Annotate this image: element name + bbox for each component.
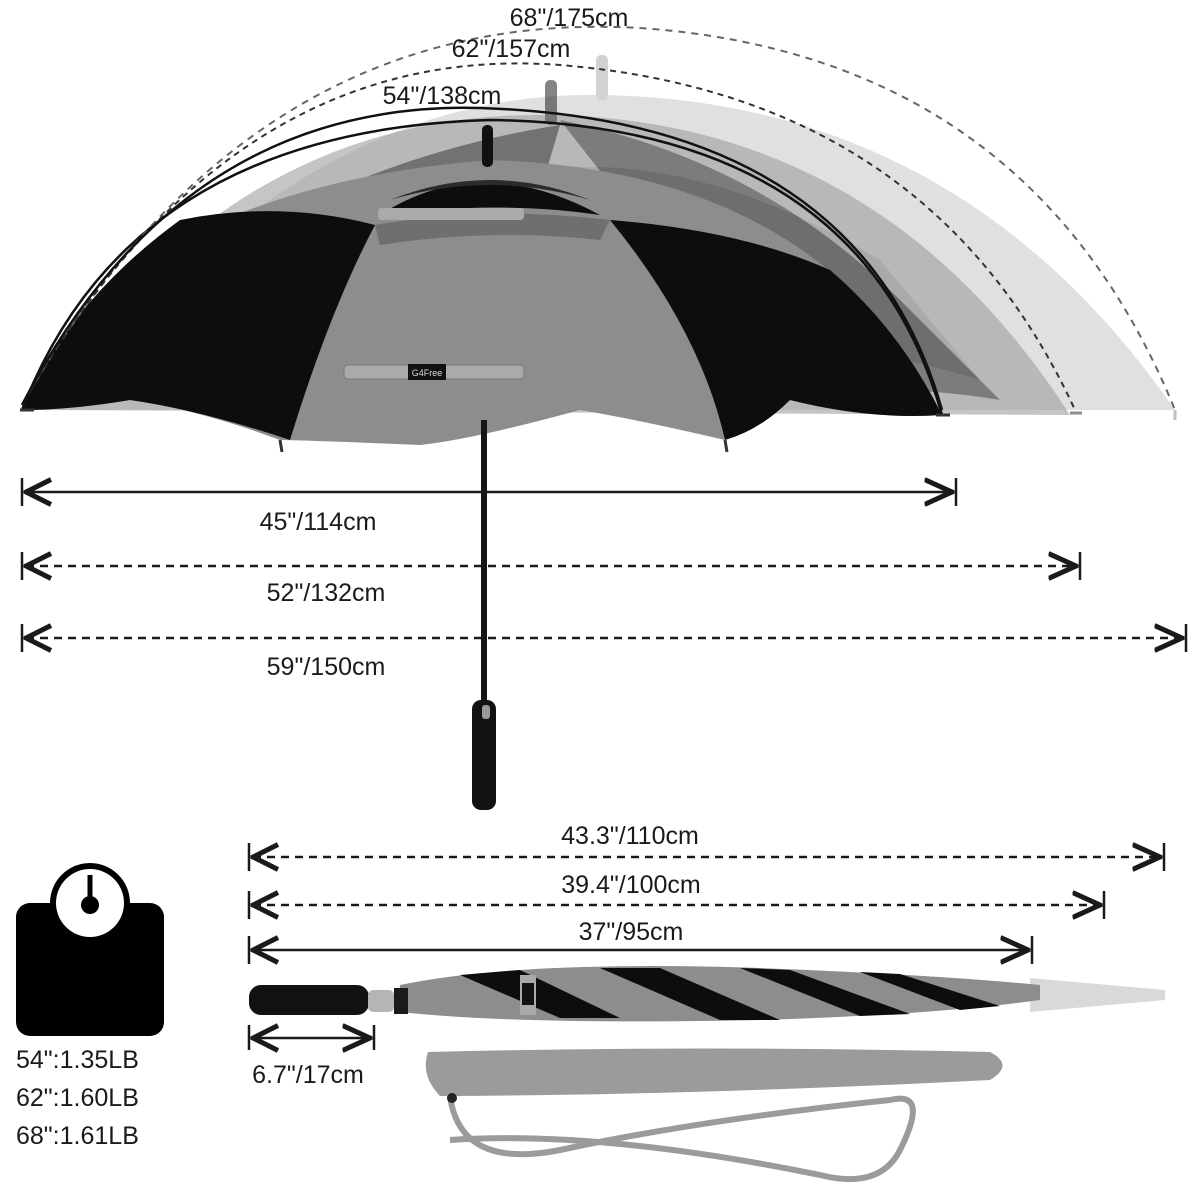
- length-39-dimension: [247, 891, 1106, 919]
- length-39-label: 39.4"/100cm: [561, 871, 701, 899]
- arc-62-line: [21, 62, 1076, 411]
- labels: 68"/175cm 62"/157cm 54"/138cm 45"/114cm …: [16, 4, 701, 1150]
- length-43-dimension: [247, 843, 1166, 871]
- length-37-label: 37"/95cm: [579, 918, 684, 946]
- arc-54-label: 54"/138cm: [383, 82, 502, 110]
- umbrella-open-icon: G4Free: [20, 118, 950, 810]
- width-59-dimension: [20, 624, 1188, 652]
- umbrella-sleeve-icon: [425, 1048, 1003, 1183]
- length-43-label: 43.3"/110cm: [561, 822, 699, 850]
- width-59-label: 59"/150cm: [267, 653, 386, 681]
- weight-68-label: 68":1.61LB: [16, 1122, 139, 1150]
- width-52-label: 52"/132cm: [267, 579, 386, 607]
- arc-62-label: 62"/157cm: [452, 35, 571, 63]
- scale-icon: [16, 863, 164, 1036]
- arc-54-line: [20, 106, 944, 411]
- handle-length-label: 6.7"/17cm: [252, 1061, 364, 1089]
- width-52-dimension: [20, 552, 1082, 580]
- length-37-dimension: [247, 936, 1034, 964]
- weight-62-label: 62":1.60LB: [16, 1084, 139, 1112]
- brand-logo: G4Free: [412, 368, 443, 378]
- weight-54-label: 54":1.35LB: [16, 1046, 139, 1074]
- width-45-label: 45"/114cm: [260, 508, 377, 536]
- width-45-dimension: [20, 478, 958, 506]
- umbrella-closed-icon: [249, 966, 1165, 1022]
- arc-68-line: [21, 25, 1176, 411]
- handle-length-dimension: [247, 1025, 376, 1050]
- arc-68-label: 68"/175cm: [510, 4, 629, 32]
